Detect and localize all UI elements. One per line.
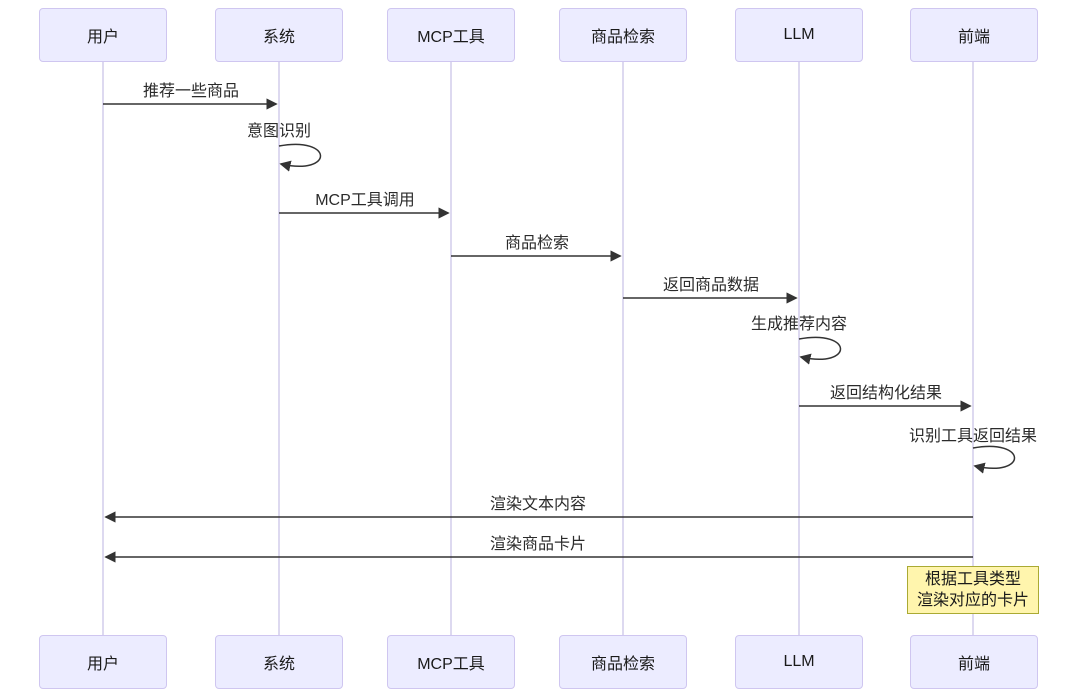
message-label-return-product-data: 返回商品数据 — [662, 277, 759, 294]
note-line-2: 渲染对应的卡片 — [916, 592, 1029, 609]
actor-label: 前端 — [957, 656, 990, 673]
actor-label: 用户 — [86, 656, 119, 673]
actor-label: MCP工具 — [417, 656, 485, 673]
actor-bottom-mcp-tool: MCP工具 — [387, 635, 515, 689]
actor-label: 系统 — [262, 29, 295, 46]
actor-top-user: 用户 — [39, 8, 167, 62]
message-label-product-search: 商品检索 — [504, 235, 569, 252]
actor-label: MCP工具 — [417, 29, 485, 46]
message-label-return-structured-result: 返回结构化结果 — [829, 385, 942, 402]
self-loop-intent-recognition — [278, 143, 322, 172]
actor-label: 用户 — [86, 29, 119, 46]
actor-bottom-user: 用户 — [39, 635, 167, 689]
actor-top-frontend: 前端 — [910, 8, 1038, 62]
lifeline-mcp-tool — [450, 62, 452, 636]
message-label-generate-content: 生成推荐内容 — [750, 316, 847, 333]
actor-bottom-frontend: 前端 — [910, 635, 1038, 689]
actor-top-system: 系统 — [215, 8, 343, 62]
self-loop-generate-content — [798, 336, 842, 365]
message-label-intent-recognition: 意图识别 — [246, 123, 311, 140]
note-line-1: 根据工具类型 — [924, 571, 1021, 588]
message-label-recommend-products: 推荐一些商品 — [142, 83, 239, 100]
message-label-render-product-card: 渲染商品卡片 — [489, 536, 586, 553]
actor-label: 前端 — [957, 29, 990, 46]
actor-label: 系统 — [262, 656, 295, 673]
message-label-render-text-content: 渲染文本内容 — [489, 496, 586, 513]
message-label-recognize-tool-result: 识别工具返回结果 — [908, 428, 1037, 445]
actor-label: LLM — [783, 653, 815, 670]
lifeline-system — [278, 62, 280, 636]
message-label-mcp-tool-call: MCP工具调用 — [315, 192, 415, 209]
actor-label: LLM — [783, 26, 815, 43]
actor-bottom-system: 系统 — [215, 635, 343, 689]
actor-top-mcp-tool: MCP工具 — [387, 8, 515, 62]
actor-bottom-llm: LLM — [735, 635, 863, 689]
lifeline-product-search — [622, 62, 624, 636]
lifeline-user — [102, 62, 104, 636]
actor-top-product-search: 商品检索 — [559, 8, 687, 62]
actor-top-llm: LLM — [735, 8, 863, 62]
actor-bottom-product-search: 商品检索 — [559, 635, 687, 689]
self-loop-recognize-tool-result — [972, 445, 1016, 474]
actor-label: 商品检索 — [590, 656, 655, 673]
lifeline-llm — [798, 62, 800, 636]
actor-label: 商品检索 — [590, 29, 655, 46]
note-render-card-by-tool-type: 根据工具类型 渲染对应的卡片 — [907, 566, 1039, 614]
lifeline-frontend — [972, 62, 974, 636]
